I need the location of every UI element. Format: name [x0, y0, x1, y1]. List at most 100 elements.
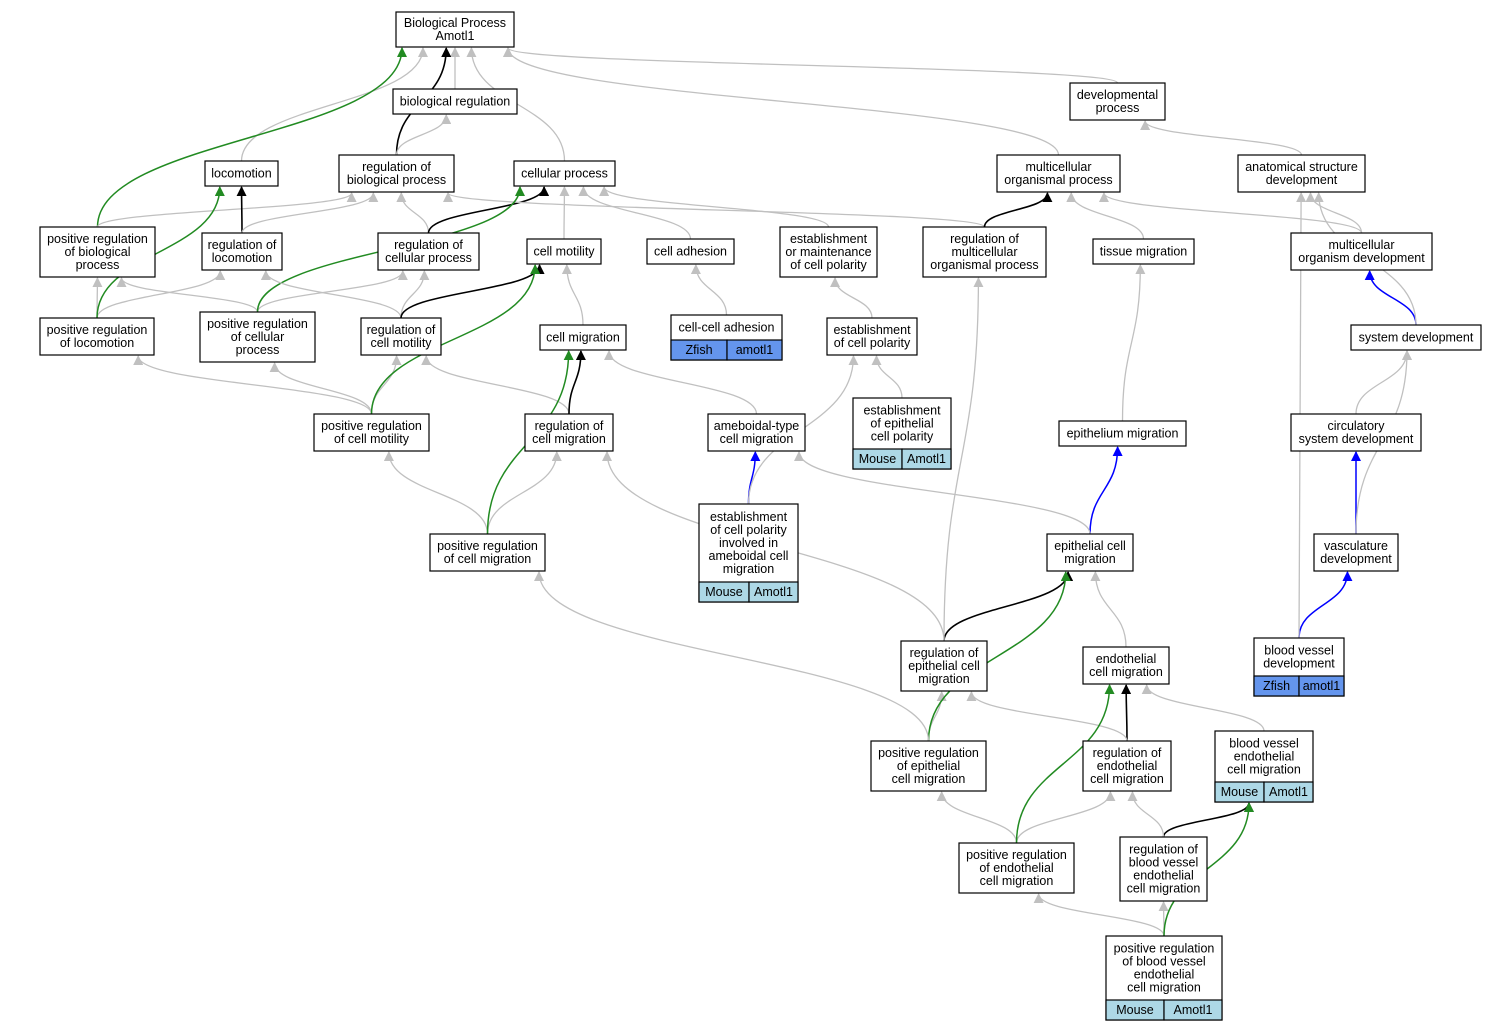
edge-epicellmig-to-epimig [1089, 446, 1123, 535]
go-term-box [922, 226, 1047, 278]
go-term-label: development [1263, 657, 1335, 671]
go-term-label: regulation of [394, 238, 463, 252]
go-term-label: circulatory [1328, 419, 1386, 433]
go-term-label: regulation of [535, 419, 604, 433]
go-term-label: process [236, 343, 280, 357]
go-term-node-sysdev[interactable]: system development [1350, 324, 1482, 351]
edge-posregcellmig-to-regcellmig [486, 451, 562, 535]
edge-regbio-to-bioreg [395, 114, 452, 156]
edge-estmaint-to-cellproc [599, 186, 830, 228]
go-term-label: regulation of [1093, 746, 1162, 760]
edge-regcellmot-to-cellmot [400, 264, 545, 319]
go-term-label: cellular process [385, 251, 472, 265]
go-term-box [870, 740, 987, 792]
species-label: Zfish [1263, 679, 1290, 693]
edge-posregendo-to-regendo [1015, 791, 1116, 844]
gene-cell [901, 448, 952, 470]
go-term-node-cellmot[interactable]: cell motility [526, 238, 602, 265]
go-term-label: endothelial [1096, 652, 1156, 666]
go-term-box [958, 842, 1075, 894]
go-term-box [1119, 836, 1208, 902]
edge-regepicellmig-to-epicellmig [943, 571, 1074, 642]
go-term-node-bioreg[interactable]: biological regulation [392, 88, 518, 115]
go-term-label: endothelial [1234, 750, 1294, 764]
go-term-label: cell migration [980, 874, 1054, 888]
go-term-label: regulation of [367, 323, 436, 337]
go-term-box [1082, 646, 1170, 685]
edge-posregcellproc-to-regcell [256, 270, 408, 313]
edge-posregepi-to-epicellmig [927, 571, 1071, 742]
go-term-label: cell migration [532, 432, 606, 446]
go-term-node-cellproc[interactable]: cellular process [513, 160, 616, 187]
edge-posregcellmot-to-cellmot [370, 264, 541, 415]
go-term-label: of biological [64, 245, 130, 259]
go-term-label: development [1266, 173, 1338, 187]
go-term-box [646, 238, 735, 265]
go-term-label: positive regulation [47, 232, 148, 246]
go-term-box [204, 160, 279, 187]
go-term-label: of epithelial [897, 759, 960, 773]
go-term-label: establishment [790, 232, 868, 246]
go-term-label: cell migration [1127, 981, 1201, 995]
go-term-node-locomotion[interactable]: locomotion [204, 160, 279, 187]
go-term-label: cell migration [1089, 665, 1163, 679]
gene-label: amotl1 [1303, 679, 1341, 693]
go-term-box [1237, 154, 1366, 193]
edge-endomig-to-epicellmig [1090, 571, 1127, 648]
edge-multiorg-to-root [503, 47, 1060, 156]
go-term-label: cell-cell adhesion [679, 321, 775, 335]
go-term-label: establishment [863, 404, 941, 418]
go-term-node-tissuemig[interactable]: tissue migration [1092, 238, 1195, 265]
go-term-node-epimig[interactable]: epithelium migration [1058, 420, 1187, 447]
go-term-box [513, 160, 616, 187]
edge-regepicellmig-to-regmulti [943, 277, 984, 642]
go-term-label: cell migration [1090, 772, 1164, 786]
go-term-label: ameboidal-type [714, 419, 800, 433]
go-term-node-cellmig[interactable]: cell migration [539, 324, 627, 351]
edge-regmulti-to-multiorg [983, 192, 1053, 228]
go-term-label: cell migration [892, 772, 966, 786]
go-term-label: multicellular [1329, 238, 1395, 252]
go-term-box [524, 413, 614, 452]
go-term-node-celladh[interactable]: cell adhesion [646, 238, 735, 265]
go-term-box [826, 317, 918, 356]
edge-multidev-to-multiorg [1099, 192, 1363, 234]
edge-posregloco-to-locomotion [96, 186, 225, 319]
go-term-box [1069, 82, 1166, 121]
